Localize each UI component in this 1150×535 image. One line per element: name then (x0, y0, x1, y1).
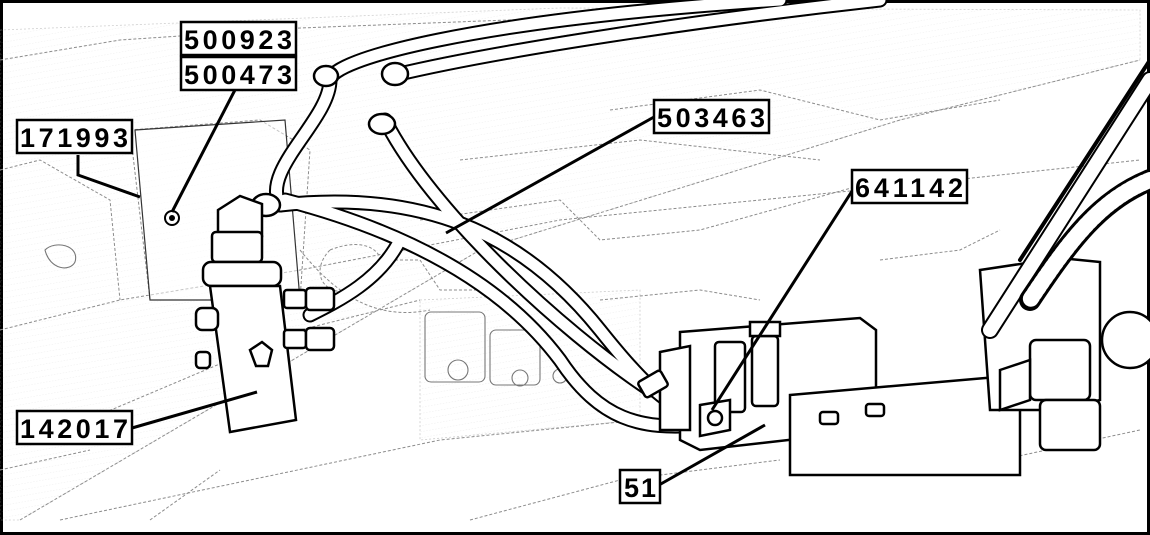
valve-assembly (194, 194, 336, 434)
hoses (269, 0, 888, 434)
callout-503463: 503463 (652, 98, 771, 135)
callout-142017: 142017 (15, 409, 134, 446)
callout-500473: 500473 (179, 55, 298, 92)
callout-51-label: 51 (624, 473, 656, 503)
pump-unit (637, 316, 1022, 477)
callout-51: 51 (618, 468, 662, 505)
spring-hose (981, 58, 1150, 339)
leader-lines (76, 85, 856, 487)
callout-171993: 171993 (15, 118, 134, 155)
callout-641142: 641142 (850, 168, 969, 205)
callout-500923: 500923 (179, 20, 298, 57)
